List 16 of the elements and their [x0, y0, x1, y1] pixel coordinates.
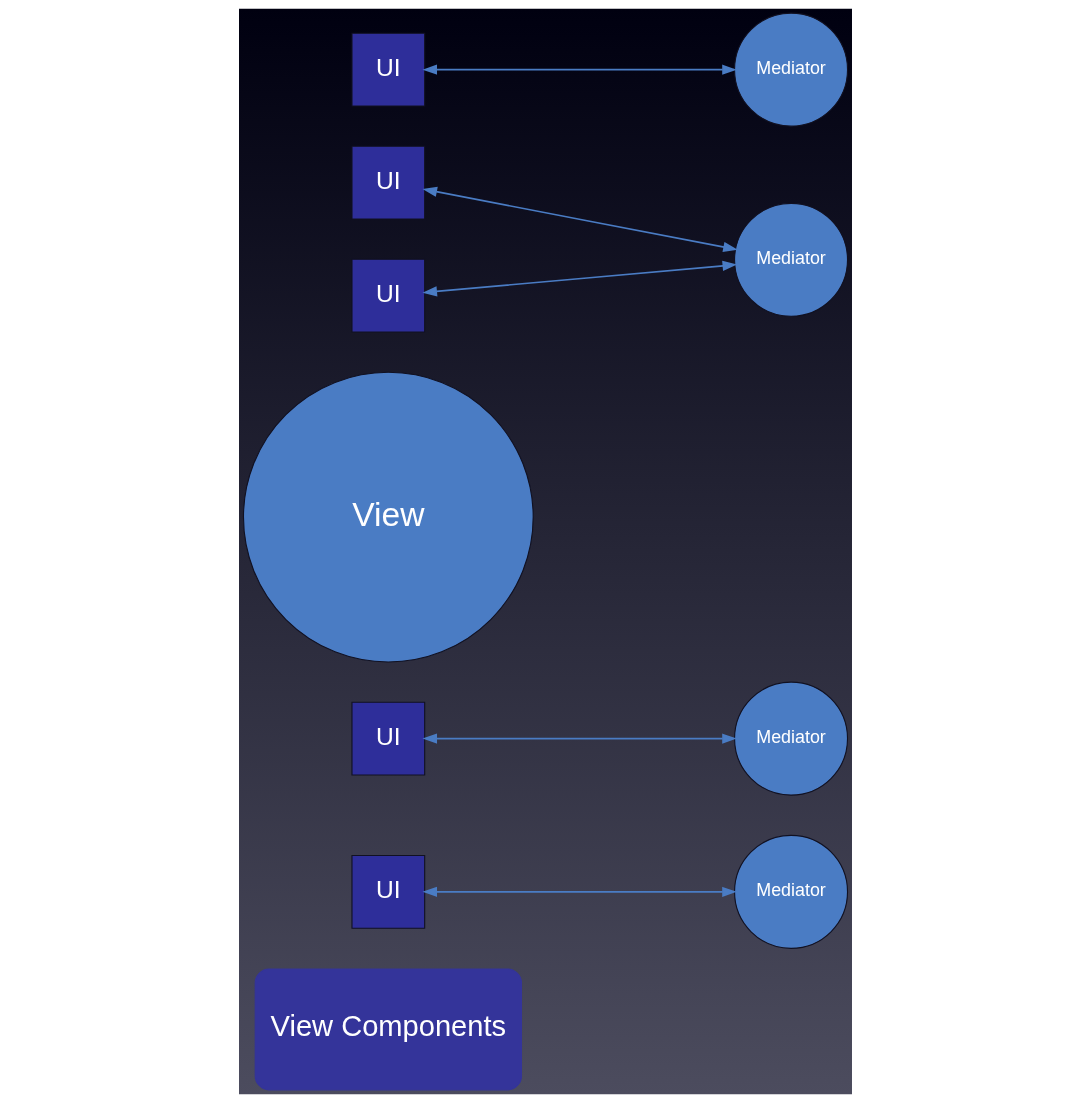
arrow: [422, 260, 738, 297]
arrow: [422, 64, 737, 75]
node-box: UI: [351, 854, 426, 929]
node-circle: Mediator: [734, 681, 849, 796]
node-circle: Mediator: [734, 12, 849, 127]
node-box: UI: [351, 32, 426, 107]
arrow: [422, 733, 737, 744]
arrow: [422, 186, 738, 253]
arrow: [422, 886, 737, 897]
node-box: UI: [351, 258, 426, 333]
node-circle: Mediator: [734, 834, 849, 949]
node-circle: View: [242, 371, 534, 663]
node-circle: Mediator: [734, 202, 849, 317]
node-box: UI: [351, 701, 426, 776]
node-box: View Components: [254, 968, 522, 1091]
node-box: UI: [351, 145, 426, 220]
